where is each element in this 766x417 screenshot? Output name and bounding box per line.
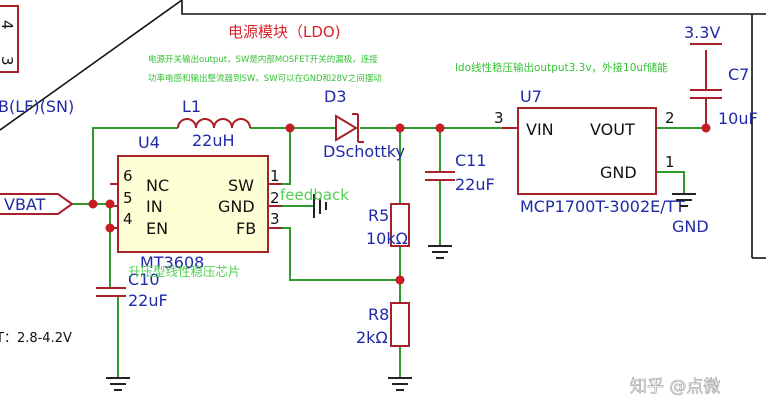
wire-vbat-to-l1 xyxy=(92,127,178,204)
vbat-port: VBAT xyxy=(0,193,74,215)
frame-top-border xyxy=(181,0,766,15)
r8-value: 2kΩ xyxy=(356,328,388,347)
vbat-port-outline xyxy=(0,193,74,215)
u4-ground-icon xyxy=(313,194,327,218)
l1-value: 22uH xyxy=(192,131,235,150)
u7-gnd-num: 1 xyxy=(665,153,675,171)
battery-voltage-range: T：2.8-4.2V xyxy=(0,331,72,346)
boost-chip-label: 升压型线性稳压芯片 xyxy=(128,264,241,279)
u4-pin6-num: 6 xyxy=(123,167,133,185)
r8-ground-icon xyxy=(388,377,412,391)
inductor-coil xyxy=(177,118,251,129)
u7-vout-name: VOUT xyxy=(590,120,635,139)
c11-ground-icon xyxy=(428,245,452,259)
r8-body xyxy=(390,302,410,347)
c10-ref: C10 xyxy=(128,270,160,289)
r5-body xyxy=(390,203,410,247)
u7-ref: U7 xyxy=(520,87,542,106)
capacitor-c7: 3.3V C7 10uF xyxy=(684,23,758,128)
junction-fb xyxy=(395,275,405,285)
l1-ref: L1 xyxy=(182,97,201,116)
left-connector-pin-3: 3 xyxy=(0,56,16,66)
junction-sw xyxy=(285,123,295,133)
capacitor-c11: C11 22uF xyxy=(425,151,495,259)
c11-plates xyxy=(425,171,455,181)
junction-vout-c11 xyxy=(435,123,445,133)
u4-pin3-name: FB xyxy=(236,219,256,238)
u4-pin5-name: IN xyxy=(146,197,163,216)
inductor-l1: L1 22uH xyxy=(177,97,251,150)
u7-vin-name: VIN xyxy=(526,120,554,139)
r5-value: 10kΩ xyxy=(366,229,408,248)
u4-body xyxy=(117,155,269,253)
v33-label: 3.3V xyxy=(684,23,720,42)
u7-part: MCP1700T-3002E/TT xyxy=(520,197,685,216)
c11-value: 22uF xyxy=(455,175,495,194)
u4-pin1-name: SW xyxy=(228,176,254,195)
junction-en xyxy=(105,223,115,233)
left-connector-body xyxy=(0,5,19,73)
sheet-frame xyxy=(0,0,766,259)
wire-feedback xyxy=(282,227,400,281)
junction-vout-r5 xyxy=(395,123,405,133)
c10-plates xyxy=(96,287,126,297)
c10-value: 22uF xyxy=(128,291,168,310)
junction-c7 xyxy=(701,123,711,133)
d3-value: DSchottky xyxy=(323,142,405,161)
junction-in xyxy=(105,199,115,209)
left-connector-pin-4: 4 xyxy=(0,20,16,30)
sw-note-line1: 电源开关输出output，SW是内部MOSFET开关的漏极，连接 xyxy=(148,54,378,65)
c10-ground-icon xyxy=(106,377,130,391)
sw-note-line2: 功率电感和输出整流器到SW，SW可以在GND和28V之间摆动 xyxy=(148,73,382,84)
junction-vbat xyxy=(88,199,98,209)
capacitor-c10: C10 22uF xyxy=(96,270,168,391)
u4-pin2-name: GND xyxy=(218,197,255,216)
u4-part: MT3608 xyxy=(140,253,204,272)
u4-pin4-num: 4 xyxy=(123,210,133,228)
u7-vin-num: 3 xyxy=(494,109,504,127)
u4-ref: U4 xyxy=(138,133,160,152)
u4-pin2-num: 2 xyxy=(270,189,280,207)
diode-bar xyxy=(352,113,364,143)
frame-diagonal xyxy=(0,0,183,131)
ic-u7: U7 MCP1700T-3002E/TT 3 VIN 2 VOUT 1 GND xyxy=(494,87,685,216)
wire-u7-gnd xyxy=(656,171,685,194)
u7-body xyxy=(517,107,657,195)
ic-u4: U4 MT3608 6 NC 5 IN 4 EN 1 SW 2 GND 3 FB xyxy=(110,133,282,272)
u4-right-pins xyxy=(268,183,282,229)
resistor-r5: R5 10kΩ xyxy=(366,203,410,248)
u7-ground-icon xyxy=(672,193,696,207)
left-net-label: B(LF)(SN) xyxy=(0,97,74,116)
diode-triangle xyxy=(335,114,358,142)
u7-gnd-name: GND xyxy=(600,163,637,182)
resistor-r8: R8 2kΩ xyxy=(356,302,412,391)
junctions xyxy=(88,123,711,285)
feedback-label: feedback xyxy=(280,186,349,204)
c7-ref: C7 xyxy=(728,65,749,84)
c11-ref: C11 xyxy=(455,151,487,170)
u7-gnd-label: GND xyxy=(672,217,709,236)
u7-ground: GND xyxy=(672,193,709,236)
u4-pin5-num: 5 xyxy=(123,189,133,207)
vbat-label: VBAT xyxy=(4,195,46,214)
d3-ref: D3 xyxy=(324,87,347,106)
c7-value: 10uF xyxy=(718,109,758,128)
wires xyxy=(72,127,706,378)
u7-vout-num: 2 xyxy=(665,109,675,127)
ldo-note: ldo线性稳压输出output3.3v，外接10uf储能 xyxy=(455,61,668,74)
u4-pin3-num: 3 xyxy=(270,210,280,228)
u4-pin1-num: 1 xyxy=(270,167,280,185)
r5-ref: R5 xyxy=(368,206,389,225)
diode-d3: D3 DSchottky xyxy=(323,87,405,161)
u4-pin6-name: NC xyxy=(146,176,169,195)
u4-pin4-name: EN xyxy=(146,219,168,238)
block-title: 电源模块（LDO) xyxy=(228,23,341,41)
c7-plates xyxy=(690,89,722,99)
wire-sw-node xyxy=(282,128,291,185)
r8-ref: R8 xyxy=(368,305,389,324)
watermark: 知乎 @点微 xyxy=(630,377,720,397)
